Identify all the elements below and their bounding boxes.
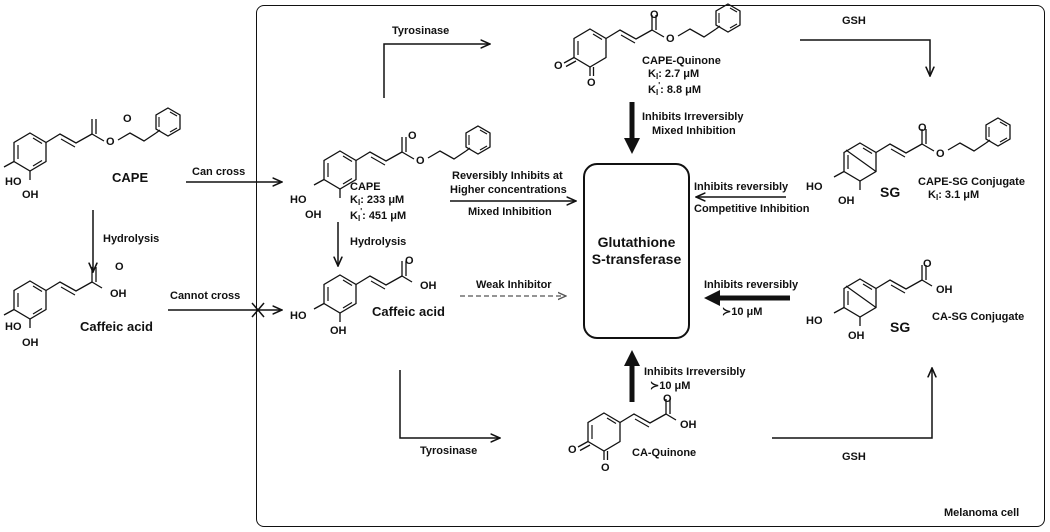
cape-sg-inhibition-label-2: Competitive Inhibition [694, 203, 810, 215]
enzyme-name-line2: S-transferase [591, 251, 682, 267]
ca-quinone-o1: O [568, 444, 577, 456]
cape-quinone-carbonyl-o: O [650, 9, 659, 21]
cape-inside-carbonyl-o: O [408, 130, 417, 142]
ca-outside-ho: HO [5, 321, 22, 333]
ca-quinone-acid-oh: OH [680, 419, 697, 431]
ca-inside-ho: HO [290, 310, 307, 322]
cape-sg-structure [833, 117, 1011, 191]
cape-outside-ester-o: O [106, 136, 115, 148]
cape-inside-kip: KI': 451 μM [350, 207, 407, 223]
cape-inside-name: CAPE [350, 181, 381, 193]
ca-sg-carbonyl-o: O [923, 258, 932, 270]
ca-sg-inhibition-label-1: Inhibits reversibly [704, 279, 799, 291]
ca-sg-inhibition-label-2: ≻10 μM [722, 306, 763, 318]
cape-outside-name: CAPE [112, 170, 149, 185]
cape-inside-ho: HO [290, 194, 307, 206]
ca-sg-glutathione: SG [890, 319, 911, 335]
ca-inside-carbonyl-o: O [405, 255, 414, 267]
caffeic-acid-weak-label: Weak Inhibitor [476, 279, 552, 291]
ca-quinone-inhibition-label-2: ≻10 μM [650, 380, 691, 392]
cape-outside-structure [3, 107, 181, 181]
melanoma-cell-boundary [256, 5, 1045, 527]
cape-sg-ho: HO [806, 181, 823, 193]
ca-quinone-carbonyl-o: O [663, 393, 672, 405]
cape-inside-structure [313, 125, 491, 199]
cape-inhibition-label-3: Mixed Inhibition [468, 206, 552, 218]
cape-quinone-kip: KI': 8.8 μM [648, 81, 702, 97]
cape-inside-oh: OH [305, 209, 322, 221]
hydrolysis-inside-label: Hydrolysis [350, 236, 407, 248]
ca-sg-acid-oh: OH [936, 284, 953, 296]
cape-outside-ho: HO [5, 176, 22, 188]
tyrosinase-bottom-label: Tyrosinase [420, 445, 478, 457]
cape-sg-glutathione: SG [880, 184, 901, 200]
cannot-cross-label: Cannot cross [170, 290, 241, 302]
cape-sg-oh: OH [838, 195, 855, 207]
ca-outside-acid-oh: OH [110, 288, 127, 300]
cape-inhibition-label-1: Reversibly Inhibits at [452, 170, 563, 182]
cape-quinone-inhibition-label-1: Inhibits Irreversibly [642, 111, 744, 123]
ca-quinone-name: CA-Quinone [632, 447, 697, 459]
ca-inside-oh: OH [330, 325, 347, 337]
ca-outside-carbonyl-o: O [115, 261, 124, 273]
cape-sg-carbonyl-o: O [918, 122, 927, 134]
can-cross-label: Can cross [192, 166, 246, 178]
hydrolysis-outside-label: Hydrolysis [103, 233, 160, 245]
cape-sg-inhibition-label-1: Inhibits reversibly [694, 181, 789, 193]
gst-enzyme-box: Glutathione S-transferase [583, 163, 690, 339]
ca-sg-name: CA-SG Conjugate [932, 311, 1025, 323]
ca-quinone-o2: O [601, 462, 610, 474]
caffeic-acid-outside-name: Caffeic acid [80, 319, 153, 334]
cape-sg-name: CAPE-SG Conjugate [918, 176, 1025, 188]
cape-inside-ester-o: O [416, 155, 425, 167]
enzyme-name-line1: Glutathione [597, 233, 676, 250]
cape-inside-ki: KI: 233 μM [350, 194, 405, 207]
ca-sg-ho: HO [806, 315, 823, 327]
tyrosinase-bottom-arrow [399, 370, 500, 438]
cape-quinone-o1: O [554, 60, 563, 72]
ca-sg-structure [833, 264, 933, 327]
gsh-top-arrow [800, 39, 930, 76]
cape-outside-oh: OH [22, 189, 39, 201]
cape-sg-ester-o: O [936, 148, 945, 160]
melanoma-cell-label: Melanoma cell [944, 507, 1020, 519]
cape-inhibition-label-2: Higher concentrations [450, 184, 567, 196]
tyrosinase-top-label: Tyrosinase [392, 25, 450, 37]
caffeic-acid-inside-name: Caffeic acid [372, 304, 445, 319]
cape-quinone-name: CAPE-Quinone [642, 55, 721, 67]
gsh-top-label: GSH [842, 15, 866, 27]
ca-quinone-inhibition-label-1: Inhibits Irreversibly [644, 366, 746, 378]
ca-sg-oh: OH [848, 330, 865, 342]
cape-outside-carbonyl-o: O [123, 113, 132, 125]
tyrosinase-top-arrow [383, 44, 490, 98]
cape-quinone-ki: KI: 2.7 μM [648, 68, 700, 81]
blocked-cross-mark [251, 302, 265, 318]
ca-outside-oh: OH [22, 337, 39, 349]
cape-quinone-o2: O [587, 77, 596, 89]
cape-quinone-ester-o: O [666, 33, 675, 45]
cape-quinone-inhibition-label-2: Mixed Inhibition [652, 125, 736, 137]
ca-inside-acid-oh: OH [420, 280, 437, 292]
gsh-bottom-arrow [772, 368, 932, 439]
gsh-bottom-label: GSH [842, 451, 866, 463]
cape-sg-ki: KI: 3.1 μM [928, 189, 980, 202]
cape-quinone-structure [563, 3, 741, 77]
